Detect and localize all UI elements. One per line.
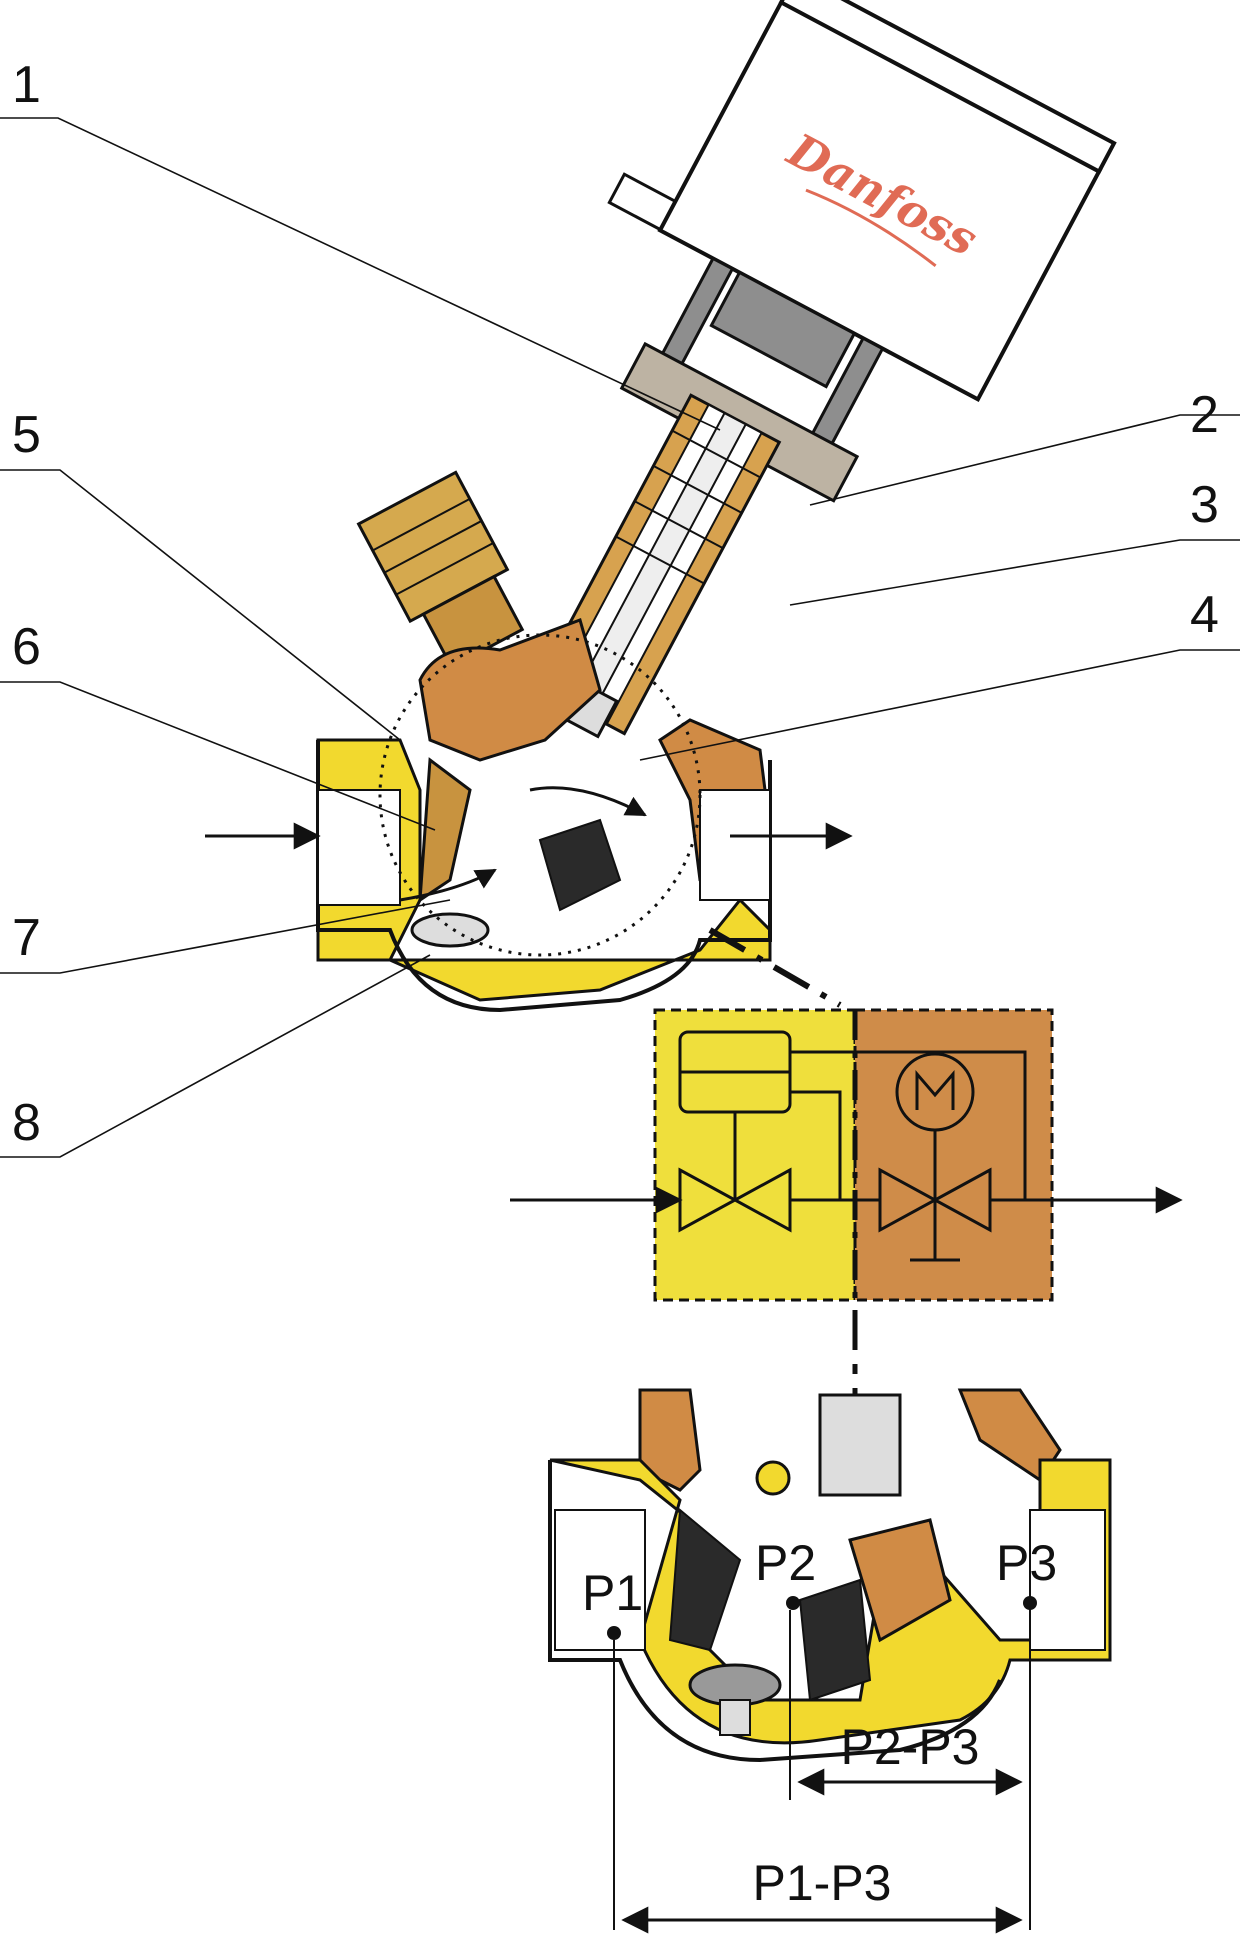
callout-7: 7 <box>12 909 41 967</box>
p3-tap <box>1023 1596 1037 1610</box>
callout-3: 3 <box>1190 476 1219 534</box>
callout-2: 2 <box>1190 386 1219 444</box>
pressure-points: P1 P2 P3 <box>582 1535 1057 1640</box>
p2-label: P2 <box>755 1535 816 1591</box>
internal-flow-arrow-icon-2 <box>529 786 647 817</box>
detail-circle <box>378 633 702 957</box>
p3-label: P3 <box>996 1535 1057 1591</box>
callout-6: 6 <box>12 618 41 676</box>
valve-body-upper <box>316 618 772 1013</box>
valve-detail-lower <box>548 1388 1112 1763</box>
actuator: Danfoss <box>607 0 1117 503</box>
callout-4: 4 <box>1190 586 1219 644</box>
pipe-union <box>356 470 525 670</box>
callout-1: 1 <box>12 56 41 114</box>
callout-leaders <box>0 117 1240 1158</box>
callout-5: 5 <box>12 406 41 464</box>
p2-p3-label: P2-P3 <box>841 1719 980 1775</box>
p1-p3-label: P1-P3 <box>753 1855 892 1911</box>
motor-icon <box>895 1052 975 1132</box>
p2-tap <box>786 1596 800 1610</box>
detail-link-line <box>708 927 842 1008</box>
callout-numbers: 1 2 3 4 5 6 7 8 <box>12 56 1219 1152</box>
differential-dimensions: P2-P3 P1-P3 <box>613 1610 1031 1934</box>
callout-8: 8 <box>12 1094 41 1152</box>
p1-tap <box>607 1626 621 1640</box>
internal-flow-arrow-icon <box>399 868 497 902</box>
hydraulic-schematic <box>510 1008 1183 1340</box>
p1-label: P1 <box>582 1565 643 1621</box>
